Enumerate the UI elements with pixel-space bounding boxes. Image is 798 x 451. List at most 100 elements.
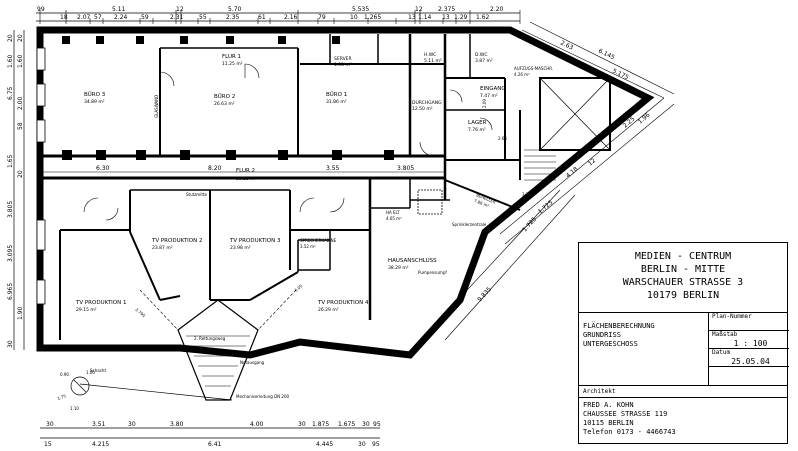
architect-line: CHAUSSEE STRASSE 119 [583,410,668,418]
plan-number-label: Plan-Nummer [712,313,752,320]
svg-text:3.75: 3.75 [522,192,531,197]
svg-text:20: 20 [17,34,24,42]
svg-text:D.WC: D.WC [475,52,488,58]
svg-text:FLUR 2: FLUR 2 [236,168,255,174]
svg-text:3.095: 3.095 [7,245,14,262]
svg-text:4.26 m²: 4.26 m² [514,72,530,77]
svg-text:5.11 m²: 5.11 m² [424,58,442,64]
left-window-niches [36,47,46,305]
room-buero-2: BÜRO 226.63 m² [214,93,235,107]
svg-text:0.90: 0.90 [60,372,69,377]
svg-text:7.76 m²: 7.76 m² [468,127,486,133]
plan-line: FLÄCHENBERECHNUNG [583,322,655,330]
top-dimension-text-row2: 18 2.07 57 2.24 59 2.31 55 2.35 61 2.16 … [60,14,490,21]
svg-text:23.87 m²: 23.87 m² [152,245,173,251]
svg-text:39.35 m²: 39.35 m² [236,176,257,182]
svg-text:2.09: 2.09 [482,99,487,108]
room-aufzug: AUFZUGS-MASCHR.4.26 m² [514,66,553,77]
svg-text:Notausgang: Notausgang [240,360,265,365]
svg-text:18: 18 [60,14,68,21]
svg-text:6.05: 6.05 [293,283,303,293]
svg-text:95: 95 [373,421,381,428]
svg-text:1.675: 1.675 [338,421,355,428]
room-flur-2: FLUR 2 39.35 m² [236,168,257,182]
diagonal-dimension-lines [429,21,675,341]
svg-text:30: 30 [358,441,366,448]
svg-text:7.86 m²: 7.86 m² [473,198,490,209]
bottom-dimension-text-row2: 15 4.215 6.41 4.445 30 95 [44,441,380,448]
svg-text:13: 13 [408,14,416,21]
plan-number-cell: Plan-Nummer [709,313,789,331]
svg-text:1.62: 1.62 [476,14,490,21]
architect-label: Architekt [579,386,787,398]
svg-text:3.87 m²: 3.87 m² [475,58,493,64]
svg-text:3.55: 3.55 [326,165,340,172]
svg-text:2.375: 2.375 [438,6,455,13]
stair-and-lift [417,77,611,215]
room-h-wc: H.WC5.11 m² [424,52,442,64]
room-flur-1: FLUR 111.25 m² [222,54,243,67]
svg-text:H.WC: H.WC [424,52,436,58]
svg-text:2.31: 2.31 [170,14,184,21]
project-line: 10179 BERLIN [646,290,720,301]
project-line: MEDIEN - CENTRUM [634,251,732,262]
svg-text:SPRECHERKABINE: SPRECHERKABINE [300,238,337,243]
svg-text:99: 99 [37,6,45,13]
svg-text:BÜRO 1: BÜRO 1 [326,91,347,98]
architect-line: Telefon 0173 - 4466743 [583,428,676,436]
interior-walls [40,34,521,340]
plan-description: FLÄCHENBERECHNUNG GRUNDRISS UNTERGESCHOS… [579,313,709,385]
svg-text:3.805: 3.805 [7,201,14,218]
svg-text:23.98 m²: 23.98 m² [230,245,251,251]
svg-text:15: 15 [44,441,52,448]
svg-text:EINGANG: EINGANG [480,86,506,92]
svg-text:7.47 m²: 7.47 m² [480,93,498,99]
svg-text:13: 13 [442,14,450,21]
flur2-dimension-row: 6.30 8.20 3.55 3.805 [40,165,445,173]
svg-text:20: 20 [7,34,14,42]
plan-line: GRUNDRISS [583,331,621,339]
svg-text:79: 79 [318,14,326,21]
svg-text:2.35: 2.35 [226,14,240,21]
door-swings [83,63,493,221]
misc-dimensions: 0.90 1.00 1.75 1.10 2.795 6.05 2.09 3.75… [57,99,532,411]
svg-text:SERVER: SERVER [334,56,352,62]
svg-text:38.29 m²: 38.29 m² [388,265,409,271]
svg-text:2.20: 2.20 [490,6,504,13]
svg-text:TV PRODUKTION 3: TV PRODUKTION 3 [229,238,281,244]
svg-text:5.535: 5.535 [352,6,369,13]
svg-text:6.30: 6.30 [96,165,110,172]
svg-text:6.965: 6.965 [7,283,14,300]
svg-text:12: 12 [587,157,597,167]
date-label: Datum [712,349,731,356]
room-labels: BÜRO 334.89 m² BÜRO 226.63 m² BÜRO 131.8… [75,52,553,313]
plan-line: UNTERGESCHOSS [583,340,638,348]
bottom-dimension-lines [40,427,380,439]
project-line: BERLIN - MITTE [640,264,726,275]
emergency-stair [139,289,297,401]
svg-text:3.80: 3.80 [170,421,184,428]
room-buero-3: BÜRO 334.89 m² [84,91,106,105]
svg-text:2.07: 2.07 [77,14,91,21]
svg-text:6.145: 6.145 [597,48,616,62]
svg-text:10: 10 [350,14,358,21]
scale-label: Maßstab [712,331,738,338]
svg-text:5.11: 5.11 [112,6,126,13]
svg-text:Mechaniserleitung DN 200: Mechaniserleitung DN 200 [236,394,290,399]
svg-text:2. Rettungsweg: 2. Rettungsweg [194,336,226,341]
svg-text:1.875: 1.875 [312,421,329,428]
svg-text:11.25 m²: 11.25 m² [222,61,243,67]
svg-text:2.24: 2.24 [114,14,128,21]
svg-text:1.90: 1.90 [17,306,24,320]
svg-text:TV PRODUKTION 4: TV PRODUKTION 4 [317,300,369,306]
svg-text:2.795: 2.795 [134,307,146,318]
